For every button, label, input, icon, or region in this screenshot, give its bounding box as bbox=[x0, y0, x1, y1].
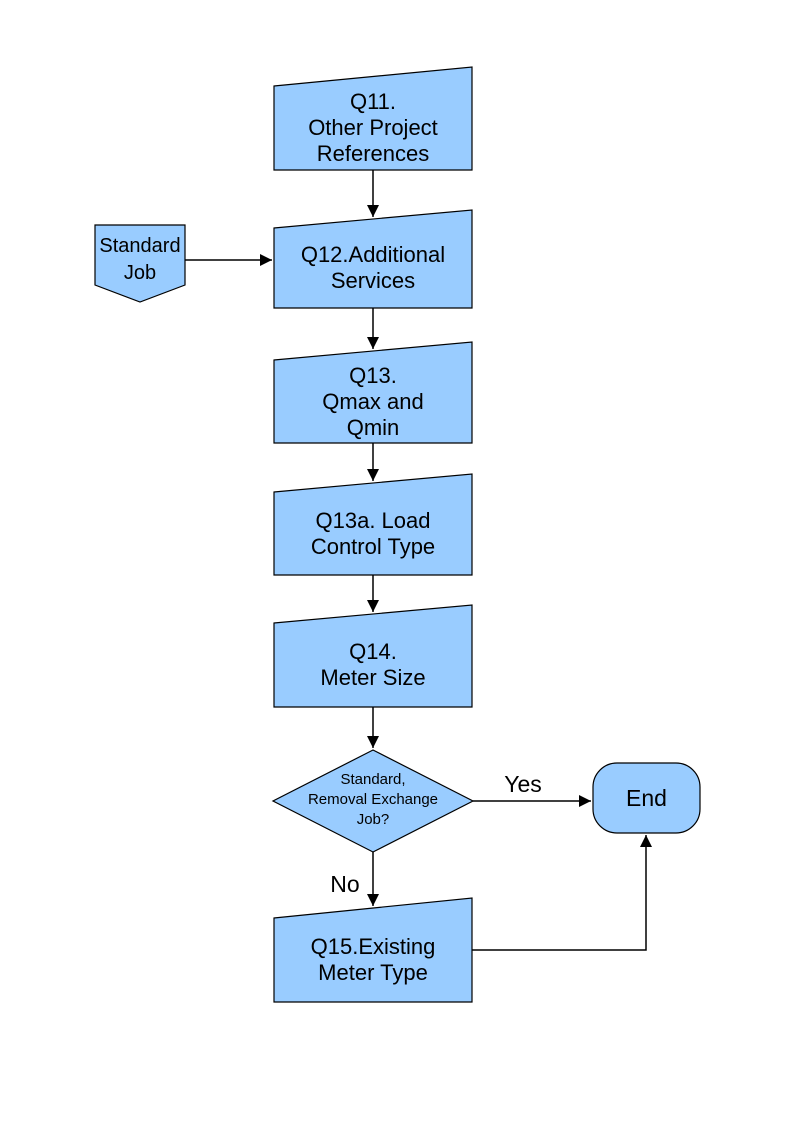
q13a-label: Q13a. Load Control Type bbox=[310, 507, 436, 559]
standard-job-label: Standard Job bbox=[99, 234, 181, 284]
q13-shape bbox=[273, 341, 473, 444]
connectors bbox=[185, 170, 652, 951]
standard-job-shape bbox=[94, 224, 186, 303]
q15-shape bbox=[273, 897, 473, 1003]
q12-shape bbox=[273, 209, 473, 309]
decision-label: Standard, Removal Exchange Job? bbox=[307, 771, 439, 828]
decision-shape bbox=[271, 749, 475, 853]
q13a-shape bbox=[273, 473, 473, 576]
q12-label: Q12.Additional Services bbox=[300, 242, 446, 293]
end-label: End bbox=[626, 784, 667, 811]
q14-label: Q14. Meter Size bbox=[320, 639, 426, 690]
q13-label: Q13. Qmax and Qmin bbox=[322, 362, 424, 440]
q11-label: Q11. Other Project References bbox=[308, 89, 438, 166]
q14-shape bbox=[273, 604, 473, 708]
no-edge-label: No bbox=[330, 871, 360, 897]
q11-shape bbox=[273, 66, 473, 171]
shapes bbox=[94, 66, 701, 1003]
yes-edge-label: Yes bbox=[504, 771, 542, 797]
q15-label: Q15.Existing Meter Type bbox=[310, 934, 436, 985]
end-shape bbox=[592, 762, 701, 834]
connector-q15-to-end bbox=[472, 835, 652, 951]
